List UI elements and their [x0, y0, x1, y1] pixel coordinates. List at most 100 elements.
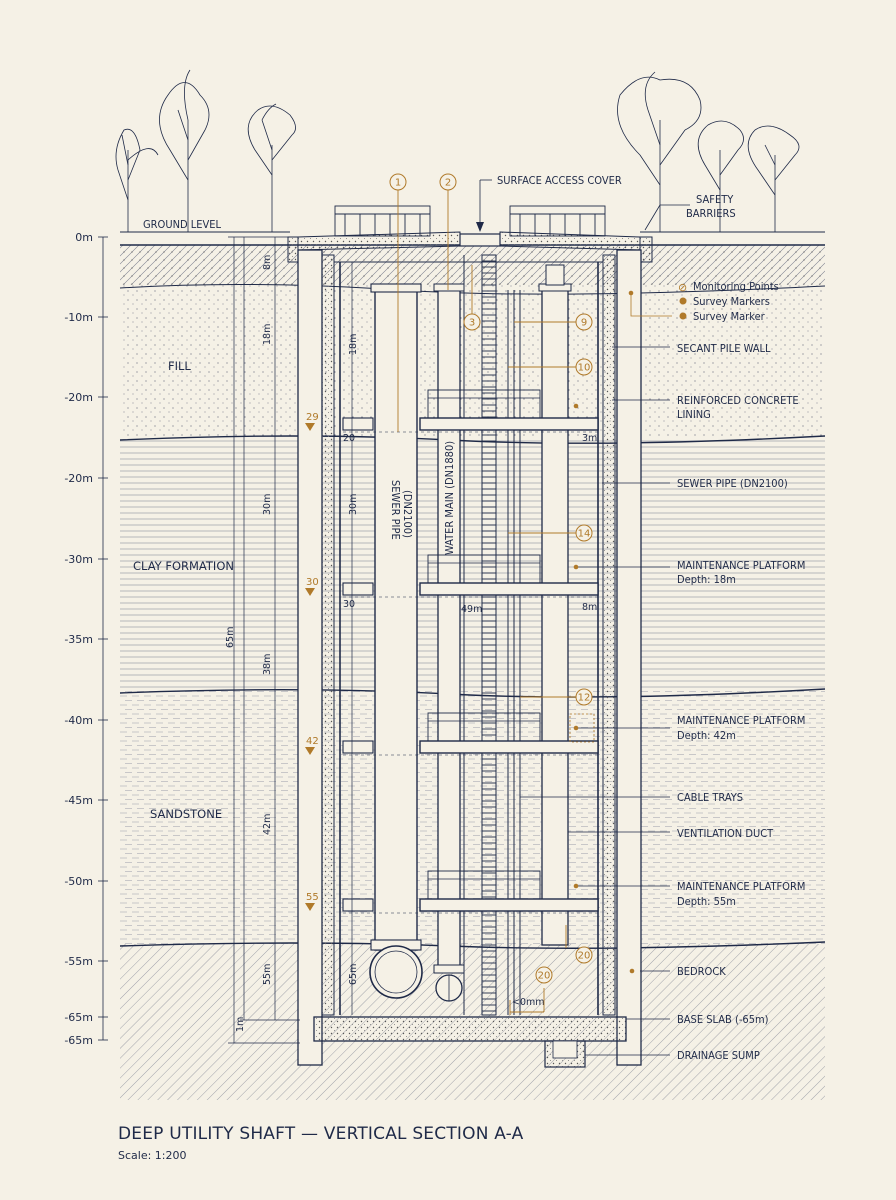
cable-trays	[507, 290, 521, 1015]
marker-29: 29	[306, 412, 319, 423]
survey-markers-label: Survey Markers	[693, 295, 770, 308]
bedrock-label: BEDROCK	[677, 965, 726, 978]
callout-number: 3	[469, 318, 475, 329]
callout-number: 12	[578, 693, 591, 704]
callout-bubble	[389, 173, 407, 191]
dim-18m-top: 18m	[262, 324, 273, 345]
lining-right	[602, 254, 616, 1016]
dim-42m: 42m	[262, 814, 273, 835]
ventilation-duct	[541, 289, 569, 946]
marker-42: 42	[306, 736, 319, 747]
depth-tick-label: -30m	[64, 553, 93, 566]
dim-65m-inner: 65m	[348, 964, 359, 985]
depth-tick-label: -35m	[64, 633, 93, 646]
drawing-title: DEEP UTILITY SHAFT — VERTICAL SECTION A-…	[118, 1124, 524, 1144]
callout-bubble	[575, 358, 593, 376]
access-ladder	[463, 254, 497, 1016]
safety-barriers-label-2: BARRIERS	[686, 207, 736, 220]
title-block: DEEP UTILITY SHAFT — VERTICAL SECTION A-…	[118, 1124, 523, 1162]
leader-lines	[479, 179, 690, 1056]
dim-1m: 1m	[235, 1017, 246, 1032]
safety-barrier-right	[509, 205, 606, 237]
lining-label-2: LINING	[677, 408, 711, 421]
marker-30: 30	[306, 577, 319, 588]
safety-barrier-left	[334, 205, 431, 237]
depth-tick-label: -20m	[64, 391, 93, 404]
callout-bubble	[535, 966, 553, 984]
depth-tick-label: -10m	[64, 311, 93, 324]
sewer-pipe-callout: SEWER PIPE (DN2100)	[677, 477, 788, 490]
callout-bubble	[575, 313, 593, 331]
callout-number: 10	[578, 363, 591, 374]
drainage-sump-label: DRAINAGE SUMP	[677, 1049, 760, 1062]
safety-barriers-label: SAFETY	[696, 193, 734, 206]
maintenance-platform-3	[342, 712, 599, 756]
callout-bubble	[575, 946, 593, 964]
callout-bubble	[575, 688, 593, 706]
base-slab	[313, 1016, 627, 1042]
surface-access-cover-label: SURFACE ACCESS COVER	[497, 174, 622, 187]
platform-3-label: MAINTENANCE PLATFORM	[677, 880, 805, 893]
depth-tick-label: 0m	[75, 231, 93, 244]
callout-bubble	[463, 313, 481, 331]
callout-bubble	[439, 173, 457, 191]
legend: ⊘ Monitoring Points Survey Markers Surve…	[678, 280, 779, 323]
dimension-lines	[228, 236, 353, 1044]
sewer-pipe-outlet	[369, 945, 423, 999]
ground-level-label: GROUND LEVEL	[143, 218, 222, 231]
marker-55: 55	[306, 892, 319, 903]
depth-tick-label: -20m	[64, 472, 93, 485]
callout-number: 9	[581, 318, 587, 329]
level-triangle-icon	[305, 747, 315, 755]
callout-number: 20	[578, 951, 591, 962]
plat-a-left: 20	[343, 433, 355, 444]
dim-65m: 65m	[225, 627, 236, 648]
callout-number: 1	[395, 178, 401, 189]
secant-pile-wall-right	[616, 249, 642, 1066]
dim-55m: 55m	[262, 964, 273, 985]
shaft-structure	[287, 205, 653, 1068]
level-triangle-icon	[305, 588, 315, 596]
platform-2-depth: Depth: 42m	[677, 729, 736, 742]
dim-38m: 38m	[262, 654, 273, 675]
fill-label: FILL	[168, 359, 191, 373]
platform-3-depth: Depth: 55m	[677, 895, 736, 908]
secant-pile-wall-label: SECANT PILE WALL	[677, 342, 771, 355]
monitoring-icon: ⊘	[678, 281, 687, 294]
maintenance-platform-1	[342, 389, 599, 433]
clay-label: CLAY FORMATION	[133, 559, 234, 573]
depth-tick-label: -55m	[64, 955, 93, 968]
depth-tick-label: -50m	[64, 875, 93, 888]
depth-tick-label: -65m	[64, 1011, 93, 1024]
plat-b-left: 30	[343, 599, 355, 610]
water-main	[437, 289, 461, 971]
dim-30m-inner: 30m	[348, 494, 359, 515]
maintenance-platform-2	[342, 554, 599, 598]
tree-icon	[159, 69, 210, 232]
level-triangle-icon	[305, 903, 315, 911]
trees	[115, 69, 800, 232]
callout-number: 2	[445, 178, 451, 189]
access-cover	[459, 233, 501, 247]
depth-tick-label: -40m	[64, 714, 93, 727]
depth-tick-label: -65m	[64, 1034, 93, 1047]
depth-tick-label: -45m	[64, 794, 93, 807]
sandstone-label: SANDSTONE	[150, 807, 222, 821]
maintenance-platform-4	[342, 870, 599, 914]
tree-icon	[115, 128, 159, 232]
platform-1-depth: Depth: 18m	[677, 573, 736, 586]
cable-trays-label: CABLE TRAYS	[677, 791, 743, 804]
water-main-label: WATER MAIN (DN1880)	[443, 441, 456, 555]
tree-icon	[247, 103, 296, 232]
survey-marker-label: Survey Marker	[693, 310, 766, 323]
fill-layer	[120, 285, 825, 438]
platform-1-label: MAINTENANCE PLATFORM	[677, 559, 805, 572]
depth-axis: 0m -10m -20m -20m -30m -35m -40m -45m -50m -55m -6…	[64, 231, 108, 1047]
sewer-pipe-size-label: (DN2100)	[401, 490, 414, 538]
tree-icon	[617, 71, 702, 232]
leader-arrows	[476, 222, 484, 232]
clay-layer	[120, 438, 825, 691]
plat-a-right: 3m	[582, 433, 597, 444]
